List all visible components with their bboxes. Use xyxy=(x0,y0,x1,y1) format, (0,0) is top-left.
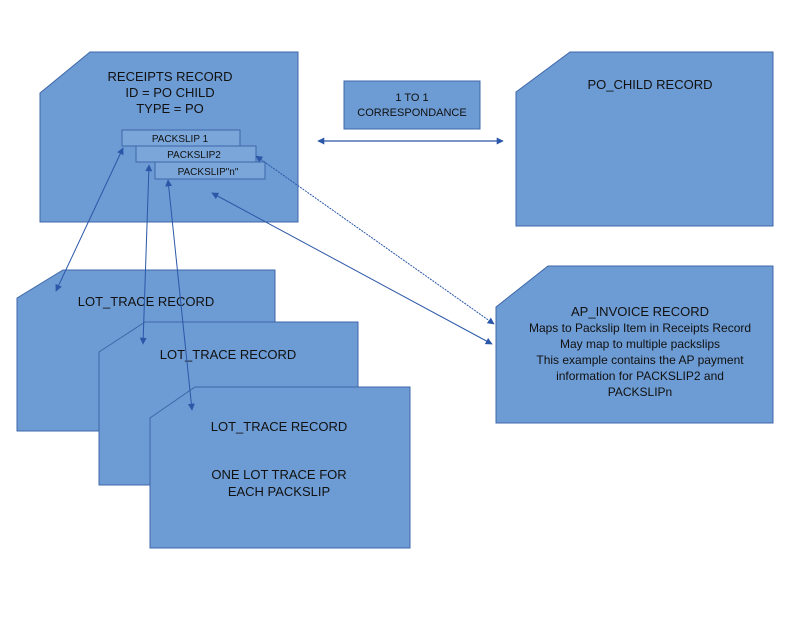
packslip-1-box[interactable]: PACKSLIP 1 xyxy=(121,129,241,147)
packslipn-ap-invoice-arrow xyxy=(211,192,493,345)
receipts-record-card[interactable]: RECEIPTS RECORD ID = PO CHILD TYPE = PO … xyxy=(39,51,299,223)
packslip1-lot-trace-1-arrow xyxy=(55,147,124,292)
correspondence-box[interactable]: 1 TO 1 CORRESPONDANCE xyxy=(343,80,481,130)
lot-trace-note-line1: ONE LOT TRACE FOR xyxy=(211,467,346,482)
lot-trace-2-title: LOT_TRACE RECORD xyxy=(160,347,297,362)
po-child-record-title: PO_CHILD RECORD xyxy=(588,77,713,92)
ap-invoice-line5: PACKSLIPn xyxy=(608,385,672,399)
po-child-record-card[interactable]: PO_CHILD RECORD xyxy=(515,51,774,227)
packslip2-lot-trace-2-arrow xyxy=(139,164,153,345)
lot-trace-note-line2: EACH PACKSLIP xyxy=(228,484,330,499)
lot-trace-record-card-3[interactable]: LOT_TRACE RECORD ONE LOT TRACE FOR EACH … xyxy=(149,386,411,549)
ap-invoice-record-card[interactable]: AP_INVOICE RECORD Maps to Packslip Item … xyxy=(495,265,774,424)
lot-trace-1-title: LOT_TRACE RECORD xyxy=(78,294,215,309)
packslip-2-box[interactable]: PACKSLIP2 xyxy=(135,145,257,163)
receipts-record-title: RECEIPTS RECORD xyxy=(108,69,233,84)
packslip-n-box[interactable]: PACKSLIP"n" xyxy=(154,161,266,180)
correspondence-line2: CORRESPONDANCE xyxy=(357,107,466,119)
receipts-record-type: TYPE = PO xyxy=(136,101,204,116)
ap-invoice-line4: information for PACKSLIP2 and xyxy=(556,369,724,383)
ap-invoice-line3: This example contains the AP payment xyxy=(536,353,744,367)
correspondence-line1: 1 TO 1 xyxy=(395,92,428,104)
connectors xyxy=(55,137,504,411)
lot-trace-3-title: LOT_TRACE RECORD xyxy=(211,419,348,434)
ap-invoice-line1: Maps to Packslip Item in Receipts Record xyxy=(529,321,751,335)
packslip-1-label: PACKSLIP 1 xyxy=(152,134,209,145)
ap-invoice-title: AP_INVOICE RECORD xyxy=(571,304,709,319)
packslipn-lot-trace-3-arrow xyxy=(165,179,195,411)
packslip-2-label: PACKSLIP2 xyxy=(167,150,221,161)
receipts-record-id: ID = PO CHILD xyxy=(125,85,214,100)
packslip-n-label: PACKSLIP"n" xyxy=(178,167,239,178)
packslip2-ap-invoice-arrow xyxy=(255,155,495,325)
po-child-record-shape xyxy=(515,51,774,227)
ap-invoice-record-shape xyxy=(495,265,774,424)
ap-invoice-line2: May map to multiple packslips xyxy=(560,337,720,351)
